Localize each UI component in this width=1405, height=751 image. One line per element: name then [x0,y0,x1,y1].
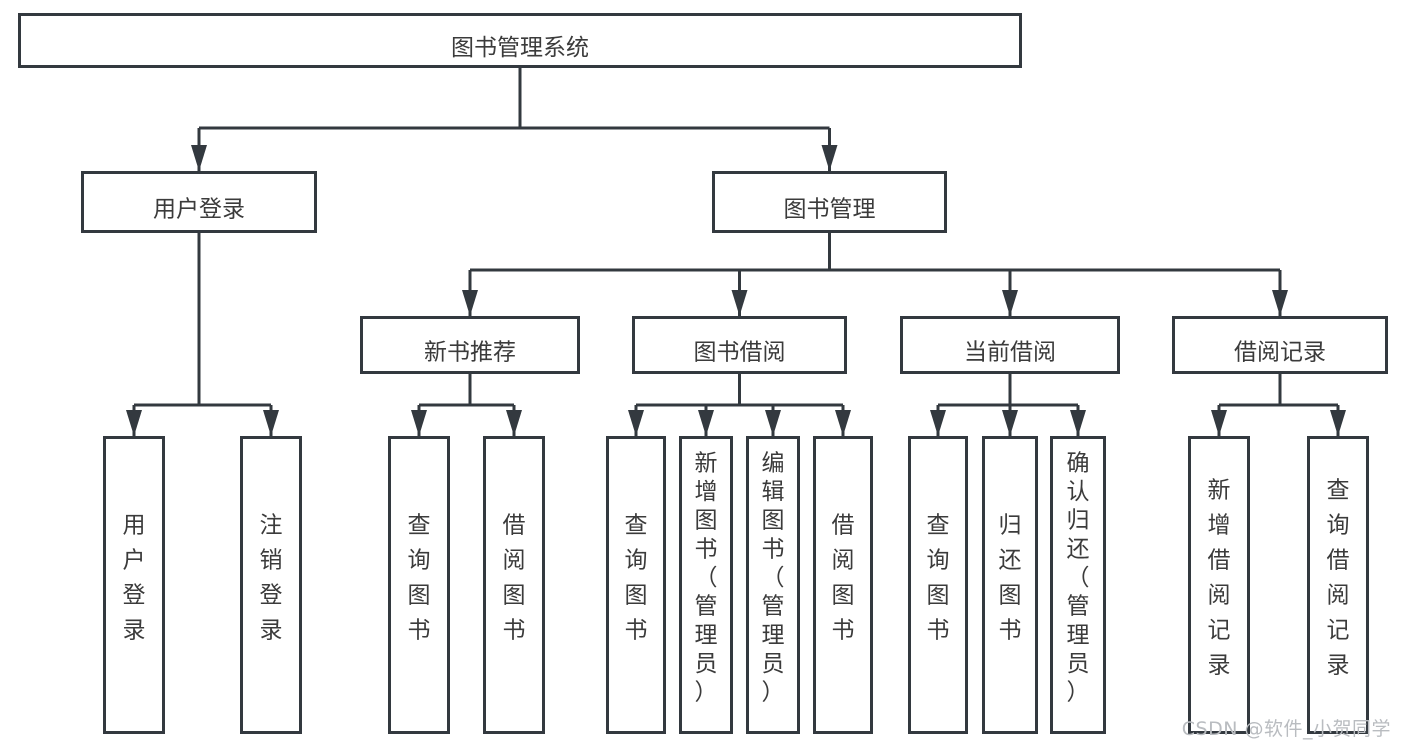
arrow-head [462,290,478,316]
node-label: 查询图书 [625,513,648,644]
node-box [1172,316,1388,374]
node-box [679,436,733,734]
node-layer: 图书管理系统用户登录图书管理新书推荐图书借阅当前借阅借阅记录用户登录注销登录查询… [18,13,1388,734]
arrow-head [835,410,851,436]
arrow-head [1272,290,1288,316]
node-label: 编辑图书（管理员） [762,450,785,705]
arrow-head [628,410,644,436]
arrow-head [821,145,838,171]
arrow-head [731,290,748,316]
node-label: 借阅图书 [832,513,855,644]
node-label: 用户登录 [123,513,146,644]
arrow-head [126,410,142,436]
node-box [1307,436,1369,734]
node-box [103,436,165,734]
node-label: 注销登录 [260,513,283,644]
arrow-head [930,410,946,436]
node-box [388,436,450,734]
arrow-head [411,410,427,436]
arrow-head [698,410,714,436]
node-box [81,171,317,233]
node-leaf-query-book-3[interactable]: 查询图书 [908,436,968,734]
node-box [1188,436,1250,734]
node-leaf-borrow-book-2[interactable]: 借阅图书 [813,436,873,734]
arrow-head [263,410,279,436]
node-box [813,436,873,734]
node-book-management[interactable]: 图书管理 [712,171,947,233]
node-label: 新书推荐 [424,340,516,366]
node-label: 确认归还（管理员） [1067,450,1090,705]
node-box [483,436,545,734]
node-box [746,436,800,734]
node-box [712,171,947,233]
node-box [900,316,1120,374]
node-label: 用户登录 [153,197,245,223]
node-label: 图书借阅 [694,340,786,366]
node-leaf-edit-book[interactable]: 编辑图书（管理员） [746,436,800,734]
node-box [982,436,1038,734]
node-user-login[interactable]: 用户登录 [81,171,317,233]
node-leaf-query-book-2[interactable]: 查询图书 [606,436,666,734]
node-current-borrow[interactable]: 当前借阅 [900,316,1120,374]
node-borrow-record[interactable]: 借阅记录 [1172,316,1388,374]
node-new-book-recommend[interactable]: 新书推荐 [360,316,580,374]
node-label: 新增图书（管理员） [695,450,718,705]
node-leaf-add-record[interactable]: 新增借阅记录 [1188,436,1250,734]
node-label: 归还图书 [999,513,1022,644]
arrow-head [1070,410,1086,436]
arrow-head [1002,410,1018,436]
node-book-borrow[interactable]: 图书借阅 [632,316,847,374]
node-box [18,13,1022,68]
node-leaf-query-book-1[interactable]: 查询图书 [388,436,450,734]
node-leaf-borrow-book-1[interactable]: 借阅图书 [483,436,545,734]
node-box [632,316,847,374]
node-leaf-user-login[interactable]: 用户登录 [103,436,165,734]
node-box [360,316,580,374]
arrow-head [191,145,207,171]
node-leaf-user-logout[interactable]: 注销登录 [240,436,302,734]
node-leaf-query-record[interactable]: 查询借阅记录 [1307,436,1369,734]
node-box [606,436,666,734]
node-leaf-confirm-return[interactable]: 确认归还（管理员） [1050,436,1106,734]
node-label: 查询图书 [927,513,950,644]
node-box [908,436,968,734]
arrow-head [1211,410,1227,436]
arrow-head [1330,410,1346,436]
node-label: 查询图书 [408,513,431,644]
node-label: 借阅图书 [503,513,526,644]
connector-layer [126,68,1346,436]
arrow-head [1002,290,1018,316]
node-box [240,436,302,734]
node-label: 新增借阅记录 [1208,478,1231,679]
arrow-head [506,410,522,436]
arrow-head [765,410,781,436]
node-label: 图书管理 [784,197,876,223]
node-label: 图书管理系统 [451,35,589,61]
node-box [1050,436,1106,734]
node-leaf-return-book[interactable]: 归还图书 [982,436,1038,734]
node-label: 查询借阅记录 [1327,478,1350,679]
node-label: 借阅记录 [1234,340,1326,366]
node-label: 当前借阅 [964,340,1056,366]
node-leaf-add-book[interactable]: 新增图书（管理员） [679,436,733,734]
node-root[interactable]: 图书管理系统 [18,13,1022,68]
